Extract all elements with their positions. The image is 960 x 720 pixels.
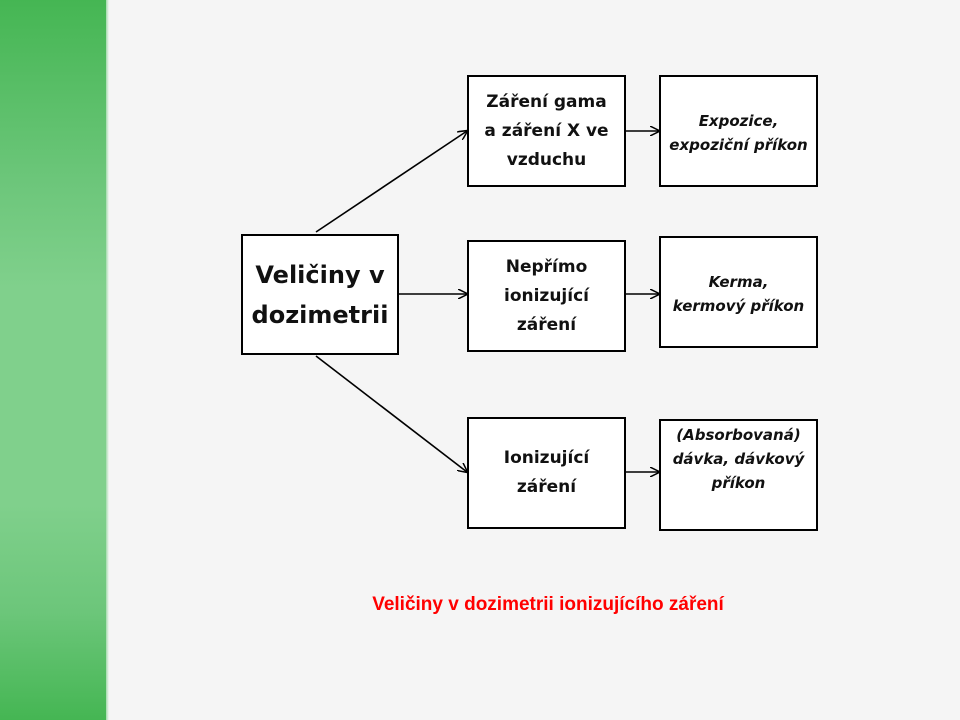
box-text: dávka, dávkový	[672, 450, 805, 468]
arrow-main-to-gamma	[315, 131, 467, 233]
quantity-box-dose: (Absorbovaná) dávka, dávkový příkon	[659, 419, 818, 531]
quantity-box-kerma: Kerma, kermový příkon	[659, 236, 818, 348]
box-text: příkon	[711, 474, 766, 492]
main-node-box: Veličiny v dozimetrii	[241, 234, 399, 355]
box-text: Ionizující	[503, 448, 590, 468]
box-text: ionizující	[504, 285, 589, 306]
arrow-main-to-ionizing	[315, 355, 467, 472]
category-box-ionizing: Ionizující záření	[467, 417, 626, 529]
box-text: Kerma,	[708, 273, 769, 291]
main-node-line: dozimetrii	[251, 300, 389, 329]
box-text: vzduchu	[506, 149, 587, 170]
box-text: záření	[516, 314, 577, 335]
box-text: Nepřímo	[505, 256, 588, 277]
box-text: kermový příkon	[672, 297, 805, 315]
category-box-gamma: Záření gama a záření X ve vzduchu	[467, 75, 626, 187]
green-side-bar	[0, 0, 109, 720]
box-text: záření	[516, 477, 577, 497]
box-text: Záření gama	[486, 91, 607, 112]
box-text: (Absorbovaná)	[676, 426, 801, 444]
box-text: expoziční příkon	[669, 136, 808, 154]
category-box-indirect: Nepřímo ionizující záření	[467, 240, 626, 352]
quantity-box-exposure: Expozice, expoziční příkon	[659, 75, 818, 187]
box-text: a záření X ve	[484, 120, 609, 141]
box-text: Expozice,	[698, 112, 779, 130]
main-node-line: Veličiny v	[255, 260, 385, 289]
slide-caption: Veličiny v dozimetrii ionizujícího zářen…	[372, 594, 724, 615]
